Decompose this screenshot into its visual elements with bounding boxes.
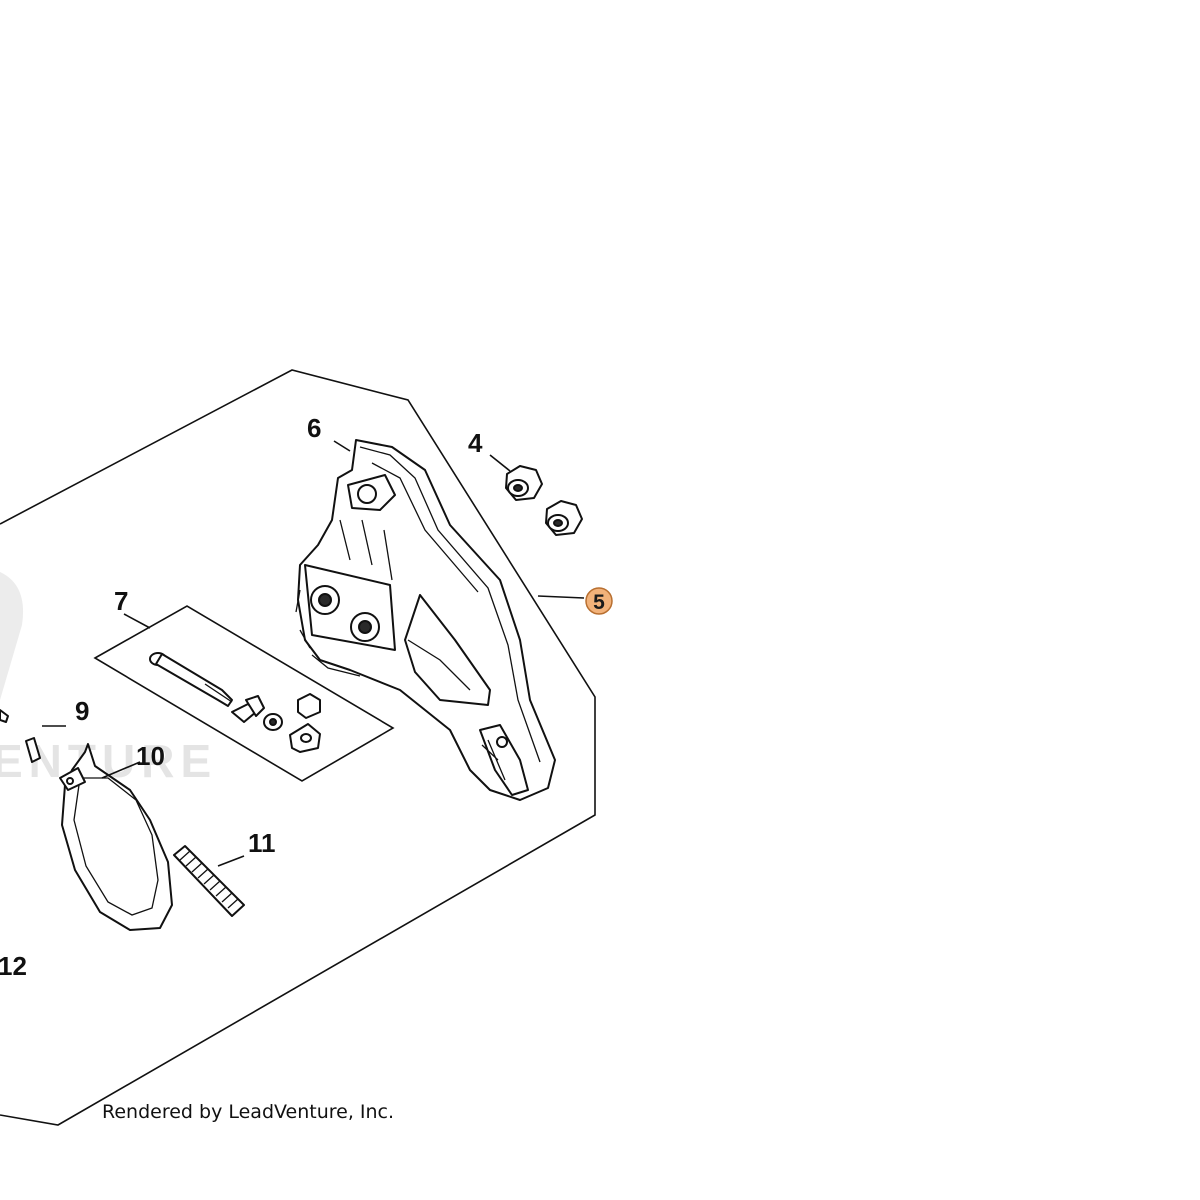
callout-10: 10: [136, 741, 165, 771]
callout-9: 9: [75, 696, 89, 726]
render-credit: Rendered by LeadVenture, Inc.: [102, 1101, 394, 1123]
leader-lines: [42, 440, 585, 867]
brake-band-part: [59, 743, 173, 931]
callout-labels: 6 4 5 7 9 10 11 12: [0, 413, 613, 981]
sprocket-cover-part: [295, 439, 556, 801]
callout-6: 6: [307, 413, 321, 443]
watermark-logo-icon: [0, 572, 24, 700]
chain-tensioner-part: [149, 652, 321, 753]
subassembly-box-7: [93, 605, 395, 782]
spring-part: [173, 845, 245, 917]
bar-nut-part: [505, 465, 583, 536]
callout-5[interactable]: 5: [593, 591, 605, 614]
callout-4: 4: [468, 428, 483, 458]
pin-part: [0, 709, 41, 763]
callout-12: 12: [0, 951, 27, 981]
callout-7: 7: [114, 586, 128, 616]
callout-11: 11: [248, 828, 276, 858]
callout-5-highlight: [585, 587, 613, 615]
assembly-outline: [0, 369, 596, 1126]
